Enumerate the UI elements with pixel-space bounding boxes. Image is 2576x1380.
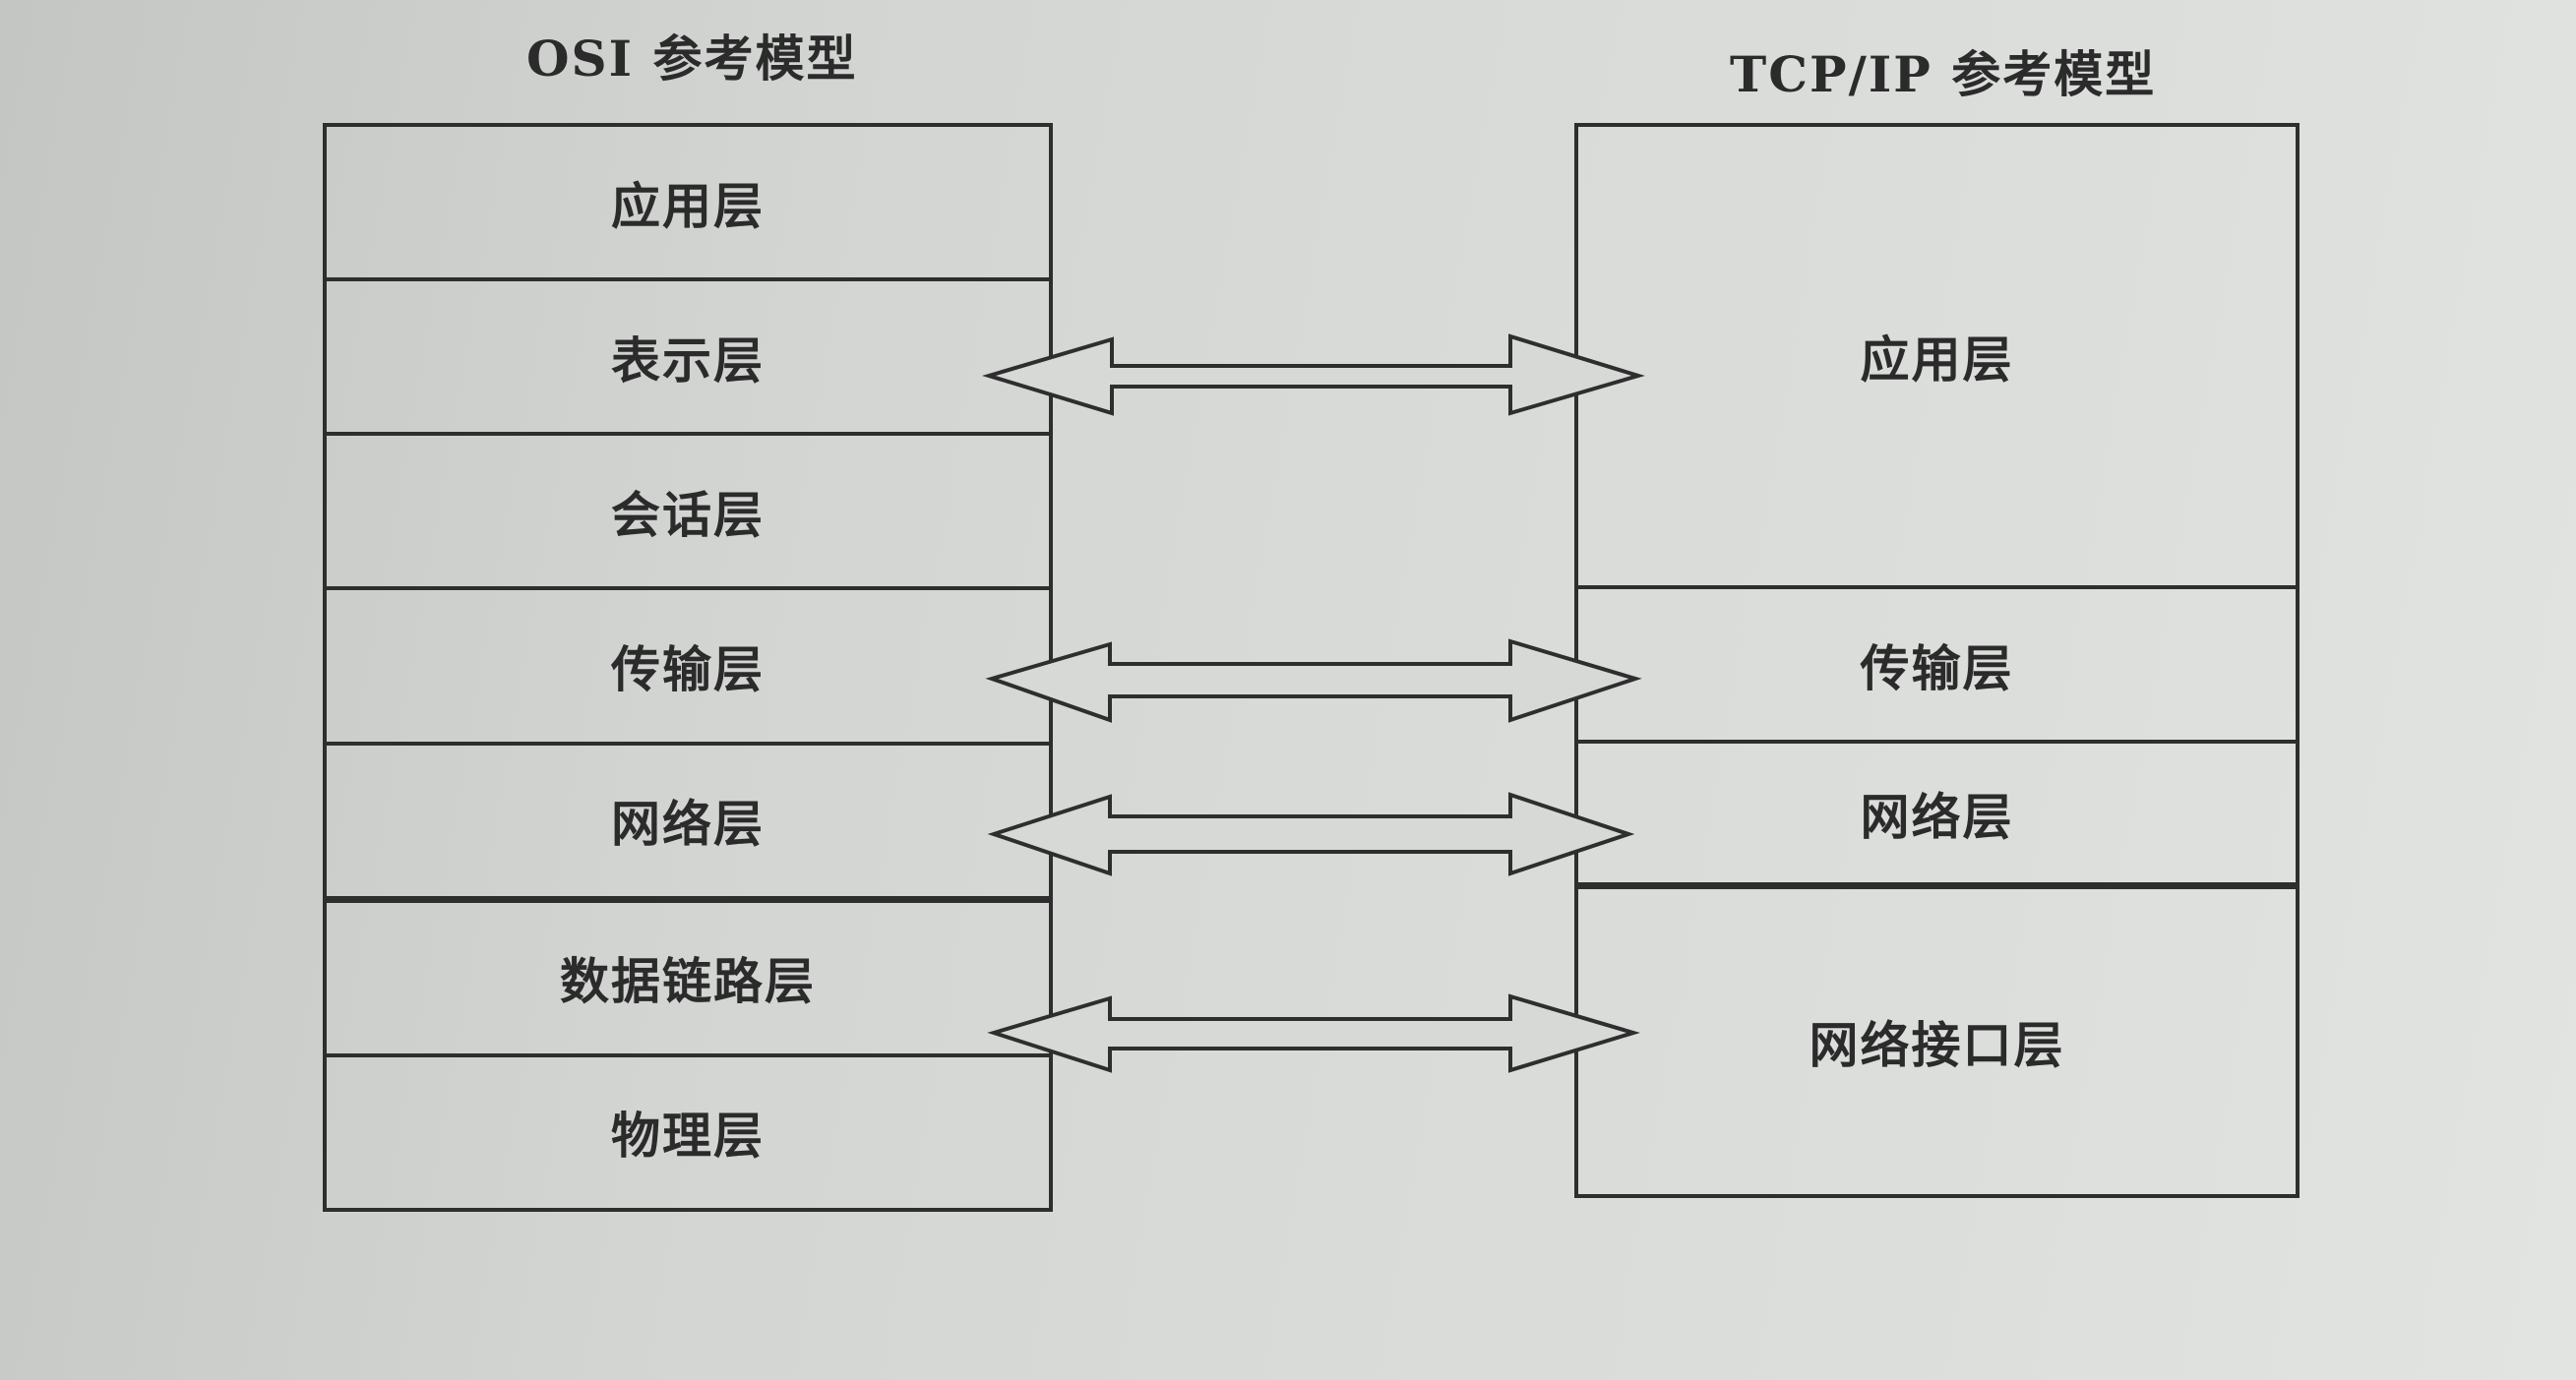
tcpip-network-layer: 网络层 (1578, 744, 2296, 889)
arrow-application-mapping (982, 333, 1645, 416)
osi-data-link-layer: 数据链路层 (327, 903, 1049, 1057)
osi-network-layer: 网络层 (327, 746, 1049, 903)
osi-application-layer: 应用层 (327, 127, 1049, 282)
osi-presentation-layer: 表示层 (327, 281, 1049, 437)
tcpip-network-interface-layer: 网络接口层 (1809, 1016, 2065, 1074)
arrow-transport-mapping (985, 638, 1642, 723)
arrow-network-interface-mapping (987, 993, 1640, 1073)
osi-session-layer: 会话层 (327, 436, 1049, 591)
arrow-network-mapping (987, 792, 1635, 876)
tcpip-transport-layer: 传输层 (1578, 589, 2296, 744)
tcpip-application-layer: 应用层 (1578, 127, 2296, 589)
osi-layer-stack: 应用层 表示层 会话层 传输层 网络层 数据链路层 物理层 (323, 123, 1053, 1212)
tcpip-layer-stack: 应用层 传输层 网络层 网络接口层 (1574, 123, 2300, 1198)
osi-physical-layer: 物理层 (611, 1107, 765, 1166)
tcpip-model-title: TCP/IP 参考模型 (1730, 45, 2157, 103)
osi-transport-layer: 传输层 (327, 590, 1049, 746)
osi-model-title: OSI 参考模型 (526, 30, 858, 88)
